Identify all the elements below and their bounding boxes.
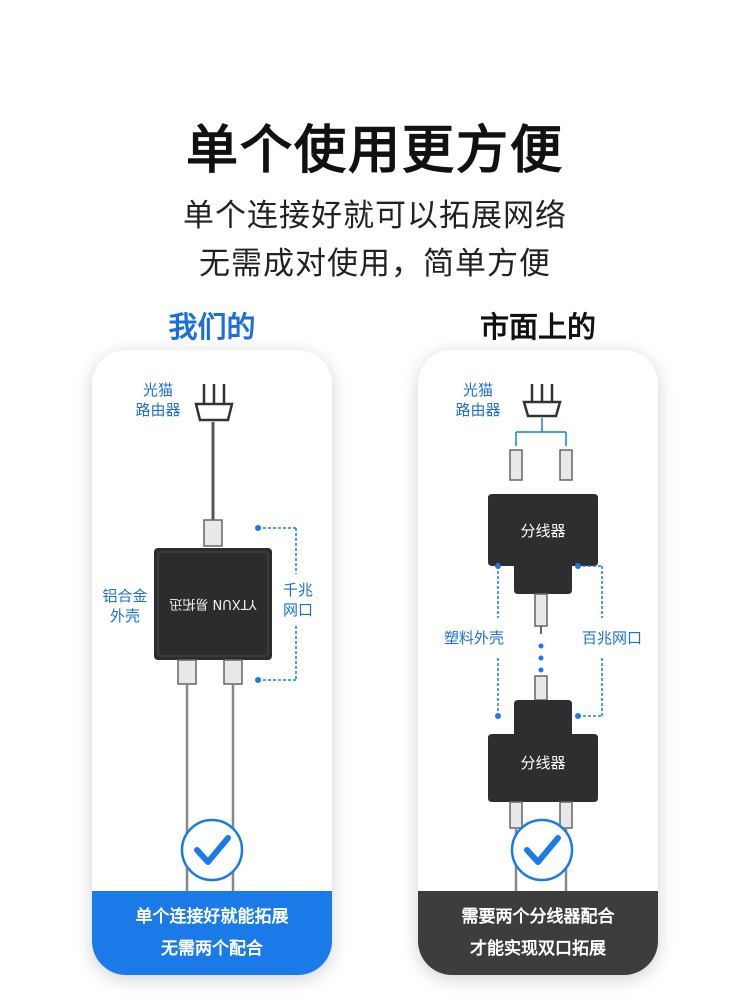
bottom-splitter — [488, 700, 598, 802]
subline-2: 无需成对使用，简单方便 — [199, 246, 551, 282]
headline: 单个使用更方便 — [185, 121, 564, 181]
bottom-connector-2 — [223, 659, 243, 685]
material-label: 塑料外壳 — [443, 629, 504, 647]
device-body — [154, 548, 272, 660]
check-icon — [510, 818, 574, 882]
our-product-card: 光猫 路由器 铝合金 外壳 千兆 网口 YTXUN 易拓迅 单个连接好就能拓展 … — [92, 350, 332, 975]
speed-label: 百兆网口 — [581, 629, 642, 647]
device-brand: YTXUN 易拓迅 — [169, 596, 257, 611]
right-heading: 市面上的 — [479, 310, 596, 344]
subline-1: 单个连接好就可以拓展网络 — [183, 198, 567, 234]
speed-label: 千兆 网口 — [282, 581, 313, 619]
bottom-splitter-label: 分线器 — [520, 754, 566, 772]
check-icon — [180, 818, 244, 882]
router-plug-icon — [522, 384, 562, 418]
top-connector — [203, 519, 223, 547]
speed-bracket — [578, 565, 603, 717]
top-splitter-label: 分线器 — [520, 522, 566, 540]
material-label: 铝合金 外壳 — [102, 587, 148, 625]
router-label: 光猫 路由器 — [135, 381, 181, 419]
speed-bracket — [258, 527, 297, 681]
router-label: 光猫 路由器 — [455, 381, 501, 419]
router-plug-icon — [194, 384, 234, 422]
our-product-diagram — [154, 384, 297, 891]
our-footer: 单个连接好就能拓展 无需两个配合 — [92, 891, 332, 975]
top-splitter — [488, 494, 598, 594]
market-footer: 需要两个分线器配合 才能实现双口拓展 — [418, 891, 658, 975]
market-product-diagram — [488, 384, 603, 891]
left-heading: 我们的 — [168, 310, 256, 344]
market-product-card: 光猫 路由器 分线器 分线器 塑料外壳 百兆网口 需要两个分线器配合 才能实现双… — [418, 350, 658, 975]
split-bracket — [515, 418, 567, 446]
bottom-connector-1 — [177, 659, 197, 685]
